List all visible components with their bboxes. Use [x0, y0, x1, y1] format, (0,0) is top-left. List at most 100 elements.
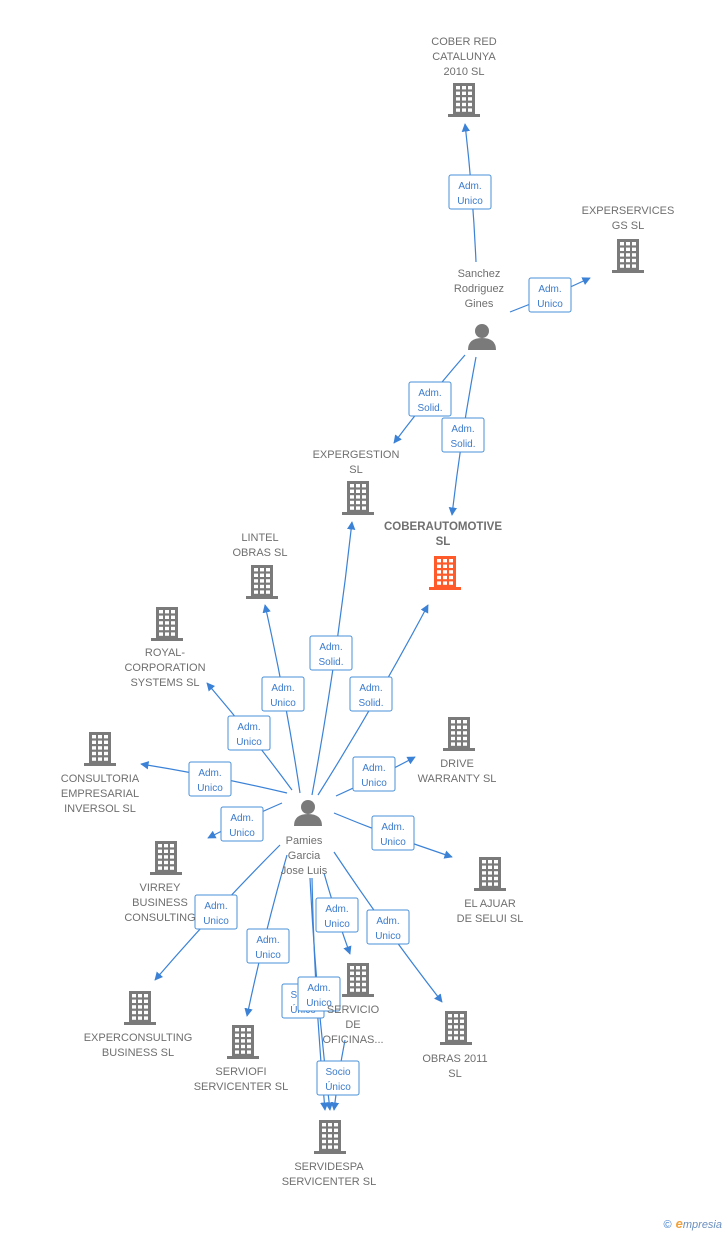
edge-label-text: Adm.	[230, 813, 253, 824]
node-label: EXPERCONSULTING	[84, 1032, 193, 1044]
node-label: COBER RED	[431, 36, 496, 48]
edge-label-pamies-servidespa[interactable]: Adm.Unico	[297, 976, 341, 1012]
edge-label-pamies-serviofi[interactable]: Adm.Unico	[246, 928, 290, 964]
edge-label-text: Adm.	[538, 284, 561, 295]
node-label: Rodriguez	[454, 283, 504, 295]
edge-label-sanchez-coberautomotive[interactable]: Adm.Solid.	[441, 417, 485, 453]
edge-labels-layer: Adm.UnicoAdm.UnicoAdm.Solid.Adm.Solid.Ad…	[188, 174, 572, 1096]
edge-label-pamies-experconsulting[interactable]: Adm.Unico	[194, 894, 238, 930]
edge-label-box	[366, 909, 410, 945]
node-label: WARRANTY SL	[418, 773, 497, 785]
edge-label-box	[261, 676, 305, 712]
building-icon	[151, 607, 183, 641]
edge-label-text: Unico	[537, 299, 563, 310]
node-label: SERVIOFI	[215, 1066, 266, 1078]
building-icon	[150, 841, 182, 875]
node-lintel[interactable]: LINTEL OBRAS SL	[232, 532, 288, 599]
node-servidespa[interactable]: SERVIDESPA SERVICENTER SL	[282, 1120, 377, 1188]
edge-label-text: Adm.	[418, 388, 441, 399]
edge-label-box	[188, 761, 232, 797]
node-label: OBRAS 2011	[422, 1053, 487, 1065]
node-label: GS SL	[612, 220, 644, 232]
edge-label-text: Adm.	[376, 916, 399, 927]
edge-label-pamies-obras2011[interactable]: Adm. Unico	[366, 909, 410, 945]
node-label: SERVIDESPA	[294, 1161, 364, 1173]
node-label: DE	[345, 1019, 360, 1031]
node-label: OFICINAS...	[322, 1034, 383, 1046]
edge-label-box	[349, 676, 393, 712]
edge-label-text: Adm.	[458, 181, 481, 192]
edge-label-text: Adm.	[271, 683, 294, 694]
edge-label-pamies-el_ajuar[interactable]: Adm.Unico	[371, 815, 415, 851]
edge-label-text: Adm.	[451, 424, 474, 435]
edge-label-text: Unico	[229, 828, 255, 839]
node-label: CATALUNYA	[432, 51, 496, 63]
node-servicio[interactable]: SERVICIO DE OFICINAS...	[322, 963, 384, 1046]
edge-label-box	[352, 756, 396, 792]
edge-label-sanchez-expergestion[interactable]: Adm.Solid.	[408, 381, 452, 417]
edge-label-text: Adm.	[307, 983, 330, 994]
edge-label-box	[246, 928, 290, 964]
node-label: SYSTEMS SL	[130, 677, 199, 689]
edge-label-pamies-drive[interactable]: Adm.Unico	[352, 756, 396, 792]
edge-label-sanchez-cober_red[interactable]: Adm.Unico	[448, 174, 492, 210]
edge-label-pamies-consultoria[interactable]: Adm.Unico	[188, 761, 232, 797]
edge-label-text: Único	[325, 1080, 351, 1093]
node-cober_red[interactable]: COBER RED CATALUNYA 2010 SL	[431, 36, 497, 117]
node-label: EMPRESARIAL	[61, 788, 139, 800]
edge-label-pamies-coberautomotive[interactable]: Adm.Solid.	[349, 676, 393, 712]
node-label: DE SELUI SL	[457, 913, 524, 925]
edge-label-text: Socio	[325, 1067, 350, 1078]
building-icon	[227, 1025, 259, 1059]
edge-label-pamies-expergestion[interactable]: Adm.Solid.	[309, 635, 353, 671]
node-label: CONSULTORIA	[61, 773, 140, 785]
edge-label-box	[408, 381, 452, 417]
edge-label-box	[528, 277, 572, 313]
edge-label-text: Unico	[270, 698, 296, 709]
edge-label-box	[297, 976, 341, 1012]
edge-label-pamies-lintel[interactable]: Adm. Unico	[261, 676, 305, 712]
node-label: 2010 SL	[444, 66, 485, 78]
edge-label-text: Adm.	[237, 722, 260, 733]
edge-label-pamies-virrey[interactable]: Adm. Unico	[220, 806, 264, 842]
edge-label-text: Adm.	[359, 683, 382, 694]
node-label: Sanchez	[458, 268, 501, 280]
edge-label-box	[220, 806, 264, 842]
edge-label-text: Unico	[361, 778, 387, 789]
building-icon	[612, 239, 644, 273]
footer-brand[interactable]: ©empresia	[664, 1216, 722, 1231]
node-label: SL	[349, 464, 362, 476]
node-label: LINTEL	[241, 532, 278, 544]
edge-label-text: Unico	[255, 950, 281, 961]
edges-layer	[140, 123, 591, 1111]
node-label: OBRAS SL	[232, 547, 287, 559]
node-label: CORPORATION	[124, 662, 205, 674]
edge-label-pamies-servicio[interactable]: Adm.Unico	[315, 897, 359, 933]
edge-label-text: Adm.	[325, 904, 348, 915]
edge-label-text: Unico	[236, 737, 262, 748]
edge-label-pamies-royal[interactable]: Adm. Unico	[227, 715, 271, 751]
edge-label-box	[441, 417, 485, 453]
node-label: SERVICENTER SL	[282, 1176, 377, 1188]
edge-label-text: Unico	[375, 931, 401, 942]
edge-label-sanchez-experservices[interactable]: Adm. Unico	[528, 277, 572, 313]
edge-label-text: Unico	[380, 837, 406, 848]
edge-label-box	[309, 635, 353, 671]
edge-label-box	[371, 815, 415, 851]
node-label: SERVICIO	[327, 1004, 380, 1016]
